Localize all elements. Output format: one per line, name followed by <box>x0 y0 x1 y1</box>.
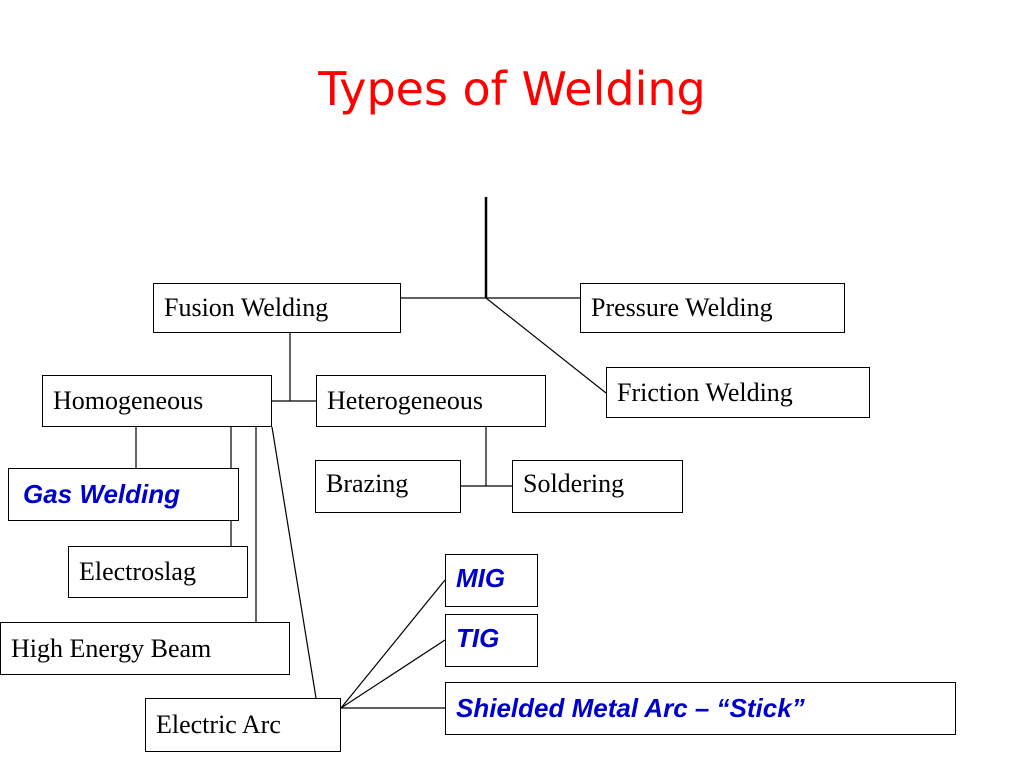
friction-welding-node: Friction Welding <box>606 367 870 418</box>
homogeneous-arc-line <box>271 426 317 699</box>
mig-node: MIG <box>445 554 538 607</box>
soldering-node: Soldering <box>512 460 683 513</box>
gas-welding-node: Gas Welding <box>8 468 239 521</box>
root-friction-line <box>485 297 607 394</box>
arc-mig-line <box>340 579 446 709</box>
homogeneous-node: Homogeneous <box>42 375 272 427</box>
electric-arc-node: Electric Arc <box>145 698 341 752</box>
fusion-welding-node: Fusion Welding <box>153 283 401 333</box>
pressure-welding-node: Pressure Welding <box>580 283 845 333</box>
brazing-node: Brazing <box>315 460 461 513</box>
shielded-metal-arc-node: Shielded Metal Arc – “Stick” <box>445 682 956 735</box>
arc-tig-line <box>340 639 446 709</box>
high-energy-beam-node: High Energy Beam <box>0 622 290 675</box>
electroslag-node: Electroslag <box>68 546 248 598</box>
heterogeneous-node: Heterogeneous <box>316 375 546 427</box>
page-title: Types of Welding <box>318 62 706 116</box>
tig-node: TIG <box>445 614 538 667</box>
